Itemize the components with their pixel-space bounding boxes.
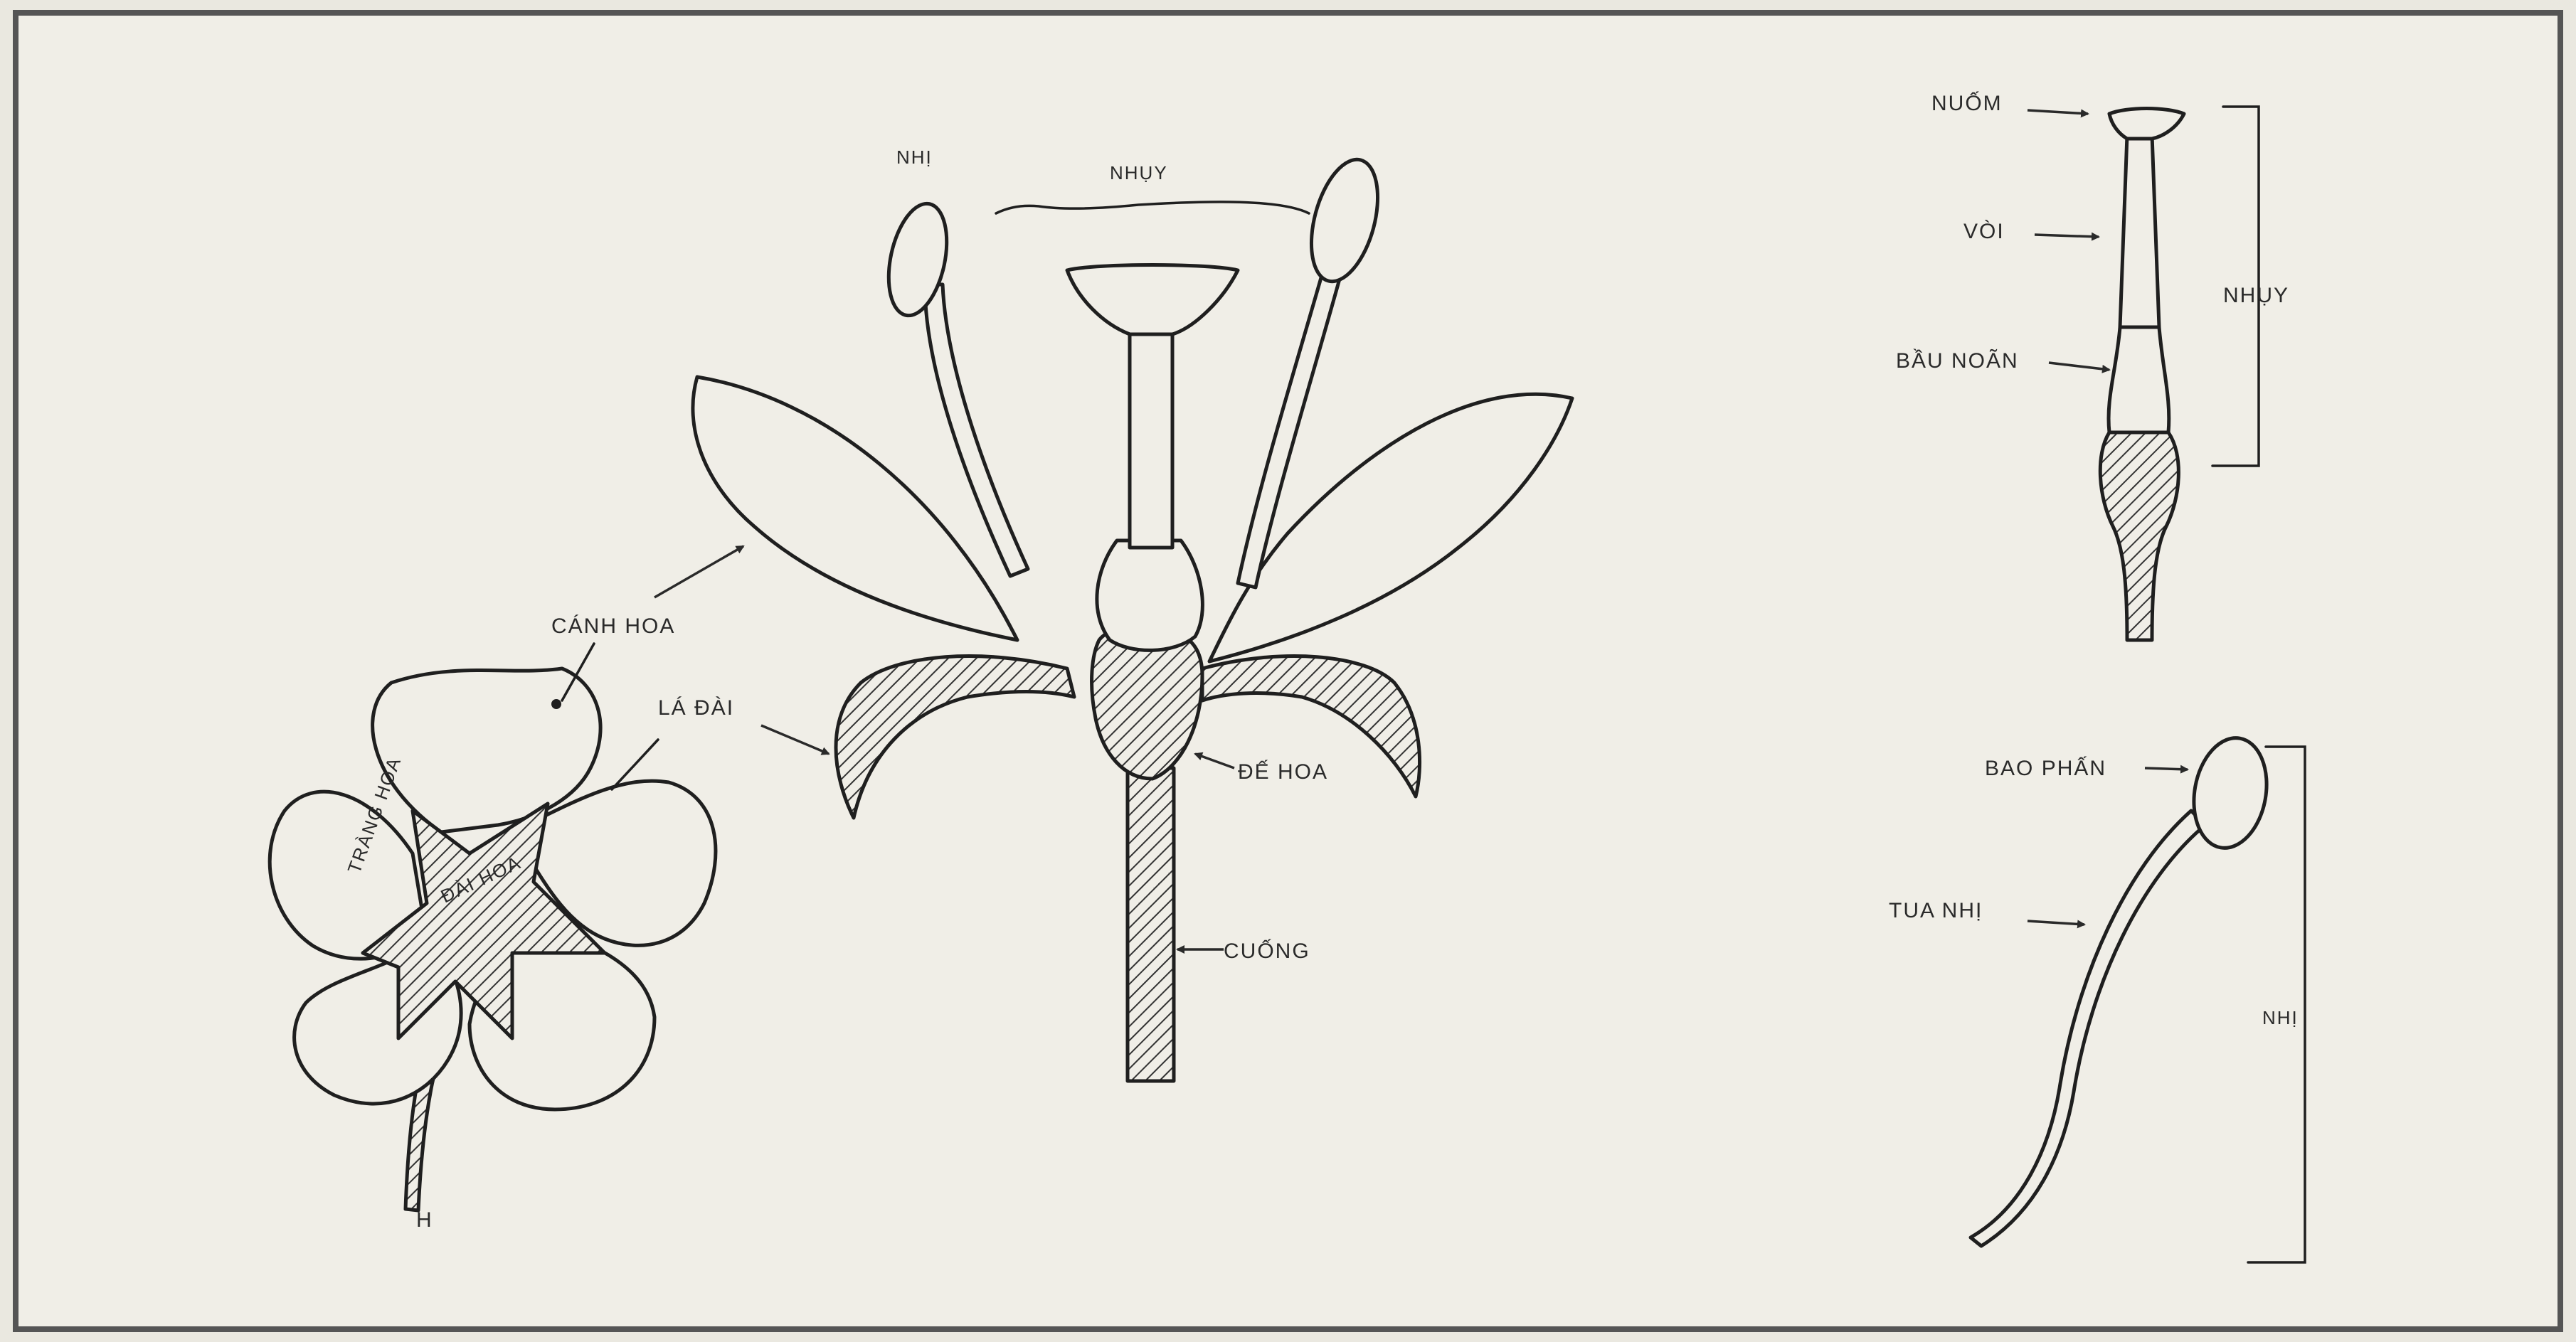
label-stigma: NUỐM — [1931, 91, 2003, 115]
label-pistil: NHỤY — [1110, 162, 1168, 183]
label-stamen-group: NHỊ — [2262, 1007, 2299, 1028]
label-petal: CÁNH HOA — [551, 614, 675, 638]
arrow-to-anther — [2145, 768, 2188, 769]
label-ovary: BẦU NOÃN — [1896, 348, 2019, 373]
label-stem-letter: H — [416, 1208, 433, 1232]
pistil-style — [2120, 135, 2159, 327]
pistil-ovary — [2109, 327, 2169, 432]
section-style — [1130, 334, 1172, 548]
label-style: VÒI — [1963, 220, 2005, 243]
label-filament: TUA NHỊ — [1889, 899, 1983, 922]
label-pistil-group: NHỤY — [2223, 284, 2289, 307]
label-anther: BAO PHẤN — [1985, 756, 2106, 780]
petal-marker — [551, 699, 561, 709]
label-stamen: NHỊ — [896, 147, 933, 168]
label-receptacle: ĐẾ HOA — [1238, 760, 1328, 784]
label-stalk: CUỐNG — [1224, 939, 1310, 963]
label-sepal: LÁ ĐÀI — [658, 696, 734, 720]
section-ovary — [1097, 540, 1203, 650]
section-stalk — [1128, 768, 1174, 1081]
